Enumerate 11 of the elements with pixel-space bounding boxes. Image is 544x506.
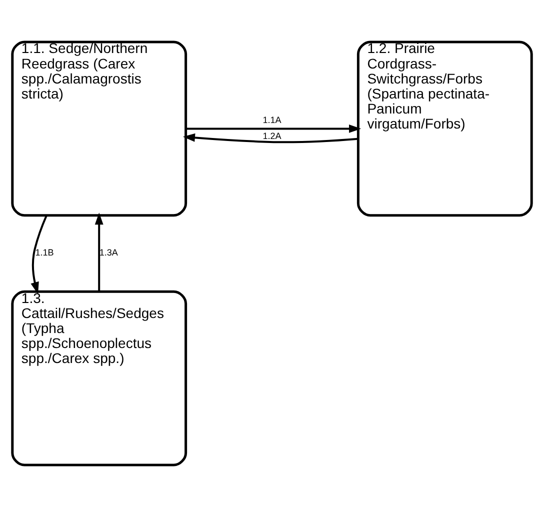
arrow [94, 212, 104, 292]
edge-label: 1.1B [35, 247, 54, 258]
node-box: 1.1. Sedge/Northern Reedgrass (Carex spp./Calamagrostis stricta) [11, 40, 188, 216]
node-box: 1.3. Cattail/Rushes/Sedges (Typha spp./Schoenoplectus spp./Carex spp.) [11, 290, 188, 466]
edge-label: 1.1A [262, 114, 282, 124]
arrow [30, 214, 48, 294]
arrow [182, 132, 358, 143]
edge-label: 1.3A [99, 247, 118, 258]
edge-label: 1.2A [262, 130, 282, 140]
arrow [186, 124, 362, 132]
node-box: 1.2. Prairie Cordgrass-Switchgrass/Forbs (Spartina pectinata-Panicum virgatum/Forbs) [356, 40, 533, 216]
